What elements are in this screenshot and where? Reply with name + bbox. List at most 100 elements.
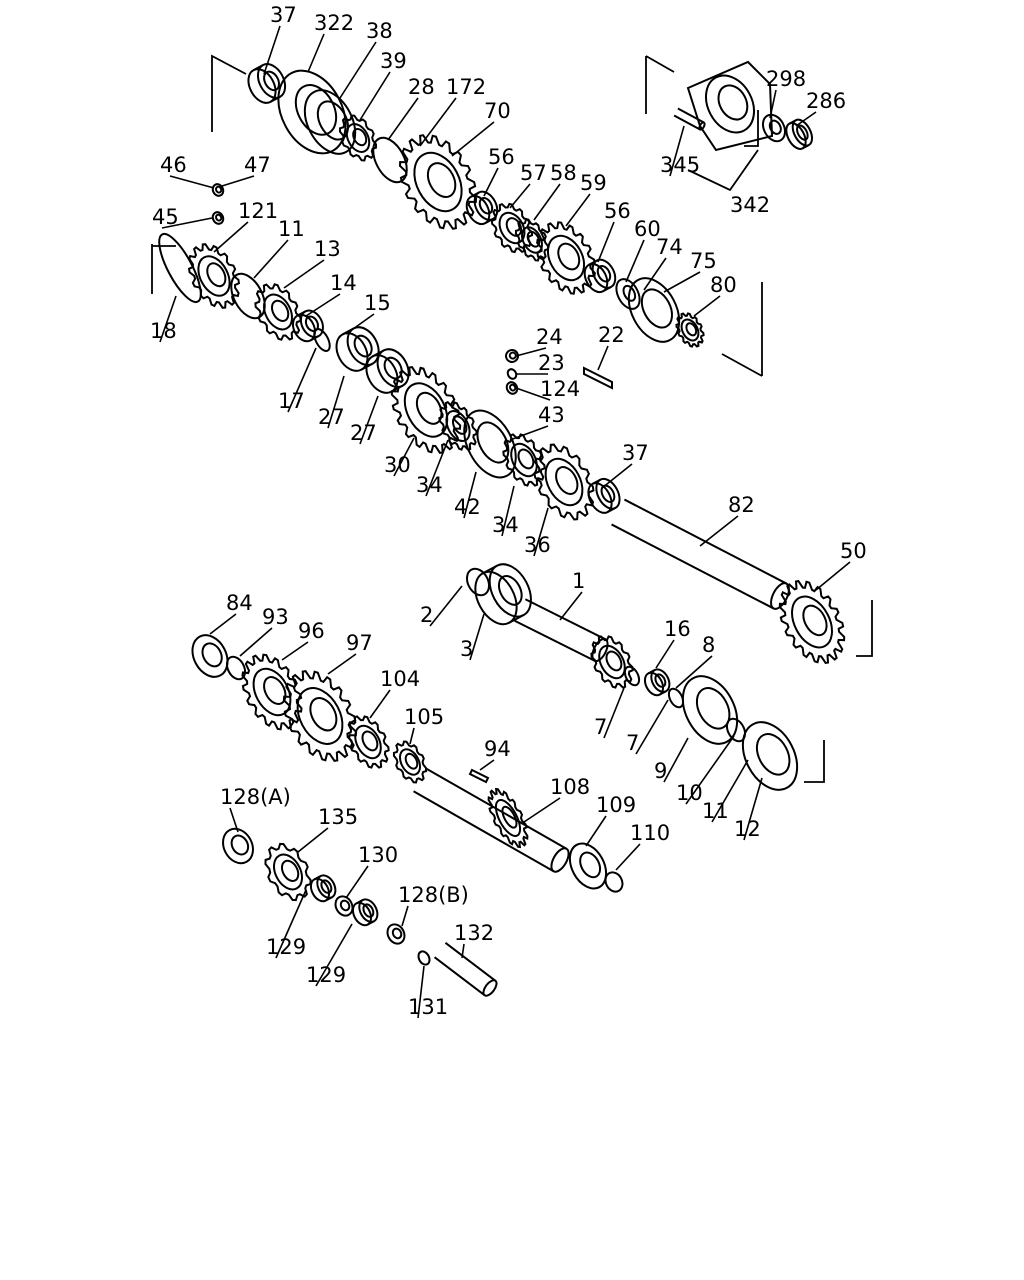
bearing-14-edge-top	[296, 310, 306, 317]
leader-c46	[169, 175, 215, 189]
seal-9	[681, 675, 739, 745]
leader-c298	[769, 89, 777, 119]
key-22	[583, 366, 613, 390]
callout-c322: 322	[314, 11, 354, 35]
gear-30-teeth	[390, 366, 462, 454]
callout-c84: 84	[226, 591, 253, 615]
bearing-3-edge-top	[482, 564, 498, 575]
gear-39-hub	[345, 123, 371, 153]
leader-c30	[393, 437, 415, 477]
main-shaft-82-sides	[611, 498, 787, 610]
leader-c43	[509, 425, 549, 441]
gear-13-bore	[270, 299, 290, 322]
leader-c42	[463, 471, 477, 519]
gear-105	[392, 740, 428, 784]
callout-c56a: 56	[488, 145, 515, 169]
countershaft-108	[413, 767, 570, 873]
bearing-37-top-bore	[263, 70, 280, 92]
bearing-56-b-bore	[596, 265, 612, 283]
bearing-109-outer	[568, 842, 608, 890]
gear-36-bore	[555, 466, 579, 495]
gear-13	[254, 283, 302, 341]
gear-105-hub	[399, 748, 421, 776]
callout-c11b: 11	[702, 799, 729, 823]
ring-38-outer	[303, 89, 357, 155]
leader-c57	[509, 183, 531, 209]
input-gear	[590, 635, 634, 689]
spacer-128a-outer	[222, 827, 254, 865]
callout-c1: 1	[572, 569, 585, 593]
callout-c39: 39	[380, 49, 407, 73]
gear-30	[390, 366, 462, 454]
leader-c128b	[401, 905, 409, 927]
leader-c108	[523, 797, 561, 823]
input-gear-teeth	[590, 635, 634, 689]
callout-c30: 30	[384, 453, 411, 477]
callout-c46: 46	[160, 153, 187, 177]
flange-bore-outer	[705, 74, 755, 134]
gear-135-teeth	[264, 842, 312, 902]
spacer-17-outer	[313, 328, 331, 352]
spacer-130-outer	[334, 895, 354, 917]
gear-135	[264, 842, 312, 902]
leader-c74	[643, 257, 667, 291]
seal-286	[785, 118, 814, 150]
callout-c7b: 7	[626, 731, 639, 755]
spline-gear-108-teeth	[487, 787, 529, 849]
synchro-58-teeth	[514, 218, 550, 262]
main-shaft-82-end	[770, 582, 790, 610]
leader-c59	[565, 193, 591, 227]
leader-c132	[461, 943, 465, 959]
gear-13-teeth	[254, 283, 302, 341]
leader-c36	[533, 507, 549, 557]
countershaft-108-sides	[413, 767, 567, 873]
snap-ring-93	[225, 655, 247, 681]
leader-c8	[675, 655, 713, 689]
gear-39-teeth	[338, 114, 378, 162]
callout-c97: 97	[346, 631, 373, 655]
gear-104-teeth	[346, 715, 390, 769]
gear-96	[241, 653, 303, 731]
flange-housing-342	[686, 60, 774, 152]
bearing-16-edge-top	[647, 669, 656, 675]
callout-c37b: 37	[622, 441, 649, 465]
sleeve-322-outer	[277, 69, 347, 155]
leader-c28	[387, 97, 419, 141]
leader-c128a	[229, 807, 239, 833]
bearing-129-a-edge-bottom	[325, 896, 333, 902]
spacer-130-inner	[339, 899, 351, 912]
key-94	[468, 768, 490, 784]
gear-70-hub	[413, 151, 463, 213]
bearing-129-b-edge-bottom	[367, 920, 375, 926]
flange-bore	[705, 74, 755, 134]
leader-c130	[345, 865, 369, 899]
callout-c7a: 7	[594, 715, 607, 739]
leader-c16	[655, 639, 675, 669]
callout-c172: 172	[446, 75, 486, 99]
gear-30-bore	[415, 391, 443, 425]
callout-c130: 130	[358, 843, 398, 867]
leader-c82	[699, 515, 739, 547]
leader-lines-layer	[151, 25, 873, 1019]
leader-c27a	[327, 375, 345, 429]
washer-75	[627, 277, 681, 343]
callout-c43: 43	[538, 403, 565, 427]
leader-c129b	[315, 923, 353, 987]
ring-60	[615, 278, 641, 310]
parts-layer	[158, 60, 846, 997]
snap-ring-10-outer	[725, 717, 747, 743]
bearing-27-bore	[383, 356, 403, 380]
plug-46-47	[211, 183, 225, 197]
gear-36-hub	[544, 457, 584, 507]
spring-124	[505, 381, 519, 395]
leader-c3	[469, 613, 485, 661]
leader-c24	[515, 347, 547, 357]
bearing-129-a-bore	[320, 879, 333, 894]
leader-c56a	[483, 167, 499, 197]
ring-38-inner	[316, 100, 349, 141]
callout-c93: 93	[262, 605, 289, 629]
bearing-109	[568, 842, 608, 890]
callout-c80: 80	[710, 273, 737, 297]
synchro-58	[514, 218, 550, 262]
